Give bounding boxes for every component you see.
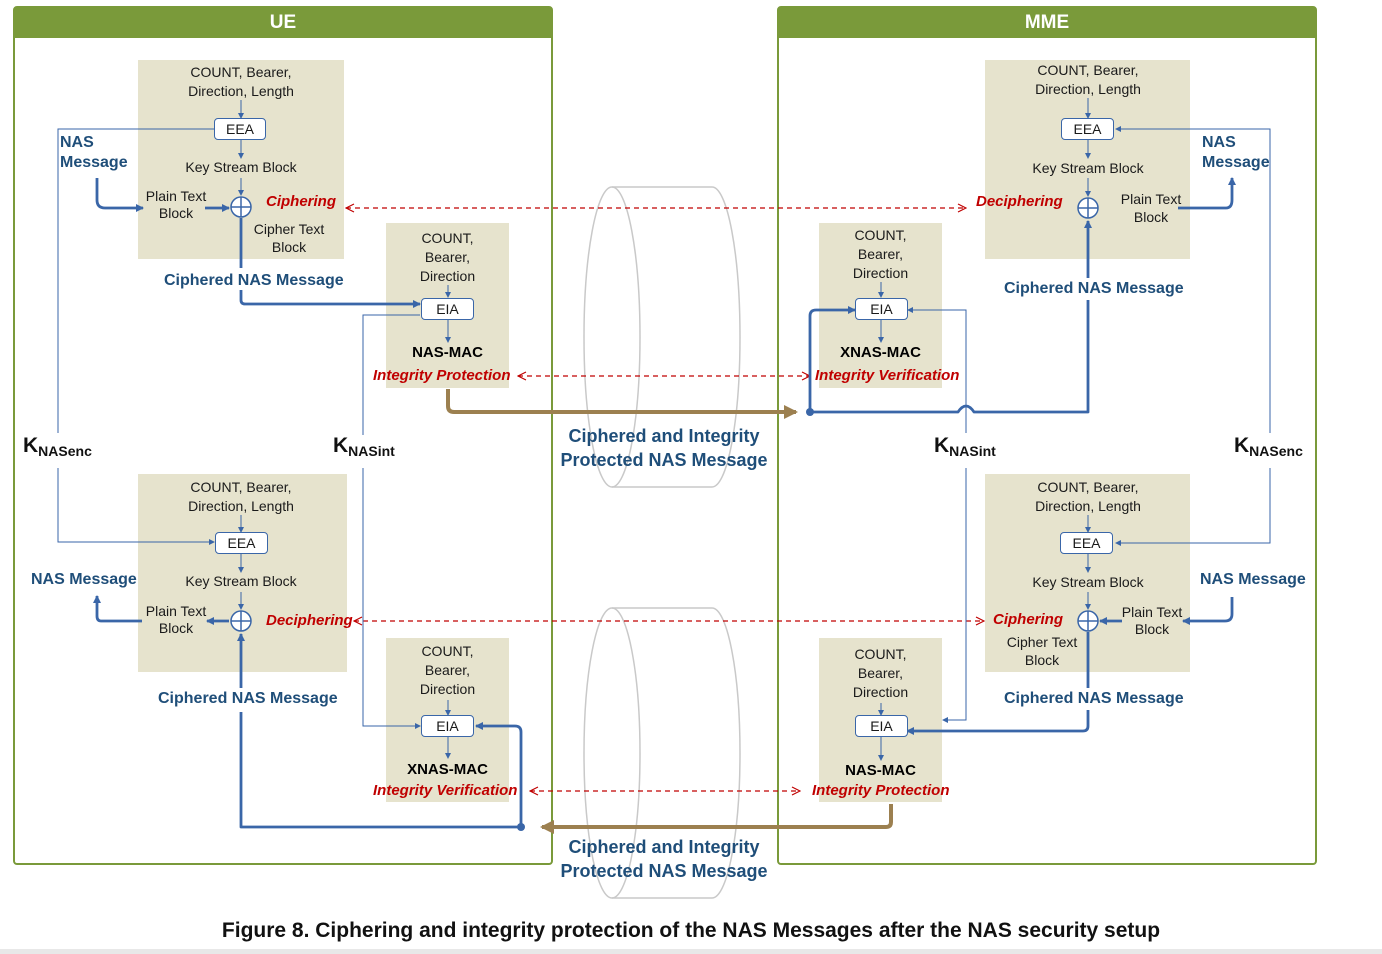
mme-keystream-top: Key Stream Block: [1032, 160, 1144, 176]
footer-bar: [0, 949, 1382, 954]
mme-nas-message-bottom: NAS Message: [1200, 571, 1306, 588]
ue-key-nasenc: KNASenc: [23, 434, 92, 459]
ue-nas-message-bottom: NAS Message: [31, 571, 137, 588]
ue-key-nasint: KNASint: [333, 434, 395, 459]
mme-deciphering-label: Deciphering: [976, 193, 1063, 210]
mme-integrity-protection: Integrity Protection: [812, 782, 950, 799]
ue-decipher-inputs: COUNT, Bearer, Direction, Length: [188, 479, 294, 514]
mme-key-nasenc: KNASenc: [1234, 434, 1303, 459]
mme-eea-bottom: EEA: [1060, 532, 1113, 554]
channel-label-bottom: Ciphered and Integrity Protected NAS Mes…: [560, 837, 768, 881]
ue-integrity-verification: Integrity Verification: [373, 782, 518, 799]
mme-ciphered-top: Ciphered NAS Message: [1004, 280, 1184, 297]
ue-xnas-mac: XNAS-MAC: [407, 761, 488, 778]
mme-ciphered-bottom: Ciphered NAS Message: [1004, 690, 1184, 707]
mme-ciphertext-bottom: Cipher Text Block: [1006, 634, 1078, 668]
ue-ciphering-label: Ciphering: [266, 193, 336, 210]
mme-ciphering-label: Ciphering: [993, 611, 1063, 628]
mme-key-nasint: KNASint: [934, 434, 996, 459]
mme-xnas-mac: XNAS-MAC: [840, 344, 921, 361]
ue-verify-inputs: COUNT, Bearer, Direction: [419, 643, 476, 697]
channel-label-top: Ciphered and Integrity Protected NAS Mes…: [560, 426, 768, 470]
mme-verify-inputs: COUNT, Bearer, Direction: [852, 227, 909, 281]
mme-nas-message-top: NAS Message: [1202, 134, 1270, 171]
ue-int-inputs: COUNT, Bearer, Direction: [419, 230, 476, 284]
ue-plaintext-top: Plain Text Block: [145, 188, 207, 221]
figure-caption: Figure 8. Ciphering and integrity protec…: [221, 919, 1161, 942]
ue-nas-message-top: NAS Message: [60, 134, 128, 171]
ue-eia-bottom: EIA: [421, 715, 474, 737]
ue-cipher-inputs: COUNT, Bearer, Direction, Length: [188, 64, 294, 99]
mme-keystream-bottom: Key Stream Block: [1032, 574, 1144, 590]
mme-plaintext-top: Plain Text Block: [1120, 191, 1182, 225]
ue-ciphertext-top: Cipher Text Block: [253, 221, 325, 255]
ue-plaintext-bottom: Plain Text Block: [145, 603, 207, 636]
ue-title: UE: [15, 8, 551, 38]
mme-plaintext-bottom: Plain Text Block: [1121, 604, 1183, 637]
mme-decipher-inputs: COUNT, Bearer, Direction, Length: [1035, 62, 1141, 97]
ue-eia-top: EIA: [421, 298, 474, 320]
mme-eia-top: EIA: [855, 298, 908, 320]
ue-keystream-bottom: Key Stream Block: [185, 573, 297, 589]
ue-nas-mac: NAS-MAC: [412, 344, 483, 361]
mme-title: MME: [779, 8, 1315, 38]
mme-nas-mac: NAS-MAC: [845, 762, 916, 779]
mme-integrity-verification: Integrity Verification: [815, 367, 960, 384]
ue-eea-bottom: EEA: [215, 532, 268, 554]
mme-eia-bottom: EIA: [855, 715, 908, 737]
ue-integrity-protection: Integrity Protection: [373, 367, 511, 384]
mme-cipher-inputs: COUNT, Bearer, Direction, Length: [1035, 479, 1141, 514]
mme-int-inputs: COUNT, Bearer, Direction: [852, 646, 909, 700]
ue-ciphered-top: Ciphered NAS Message: [164, 272, 344, 289]
ue-ciphered-bottom: Ciphered NAS Message: [158, 690, 338, 707]
ue-deciphering-label: Deciphering: [266, 612, 353, 629]
ue-eea-top: EEA: [214, 118, 266, 140]
mme-eea-top: EEA: [1061, 118, 1114, 140]
ue-keystream-top: Key Stream Block: [185, 159, 297, 175]
